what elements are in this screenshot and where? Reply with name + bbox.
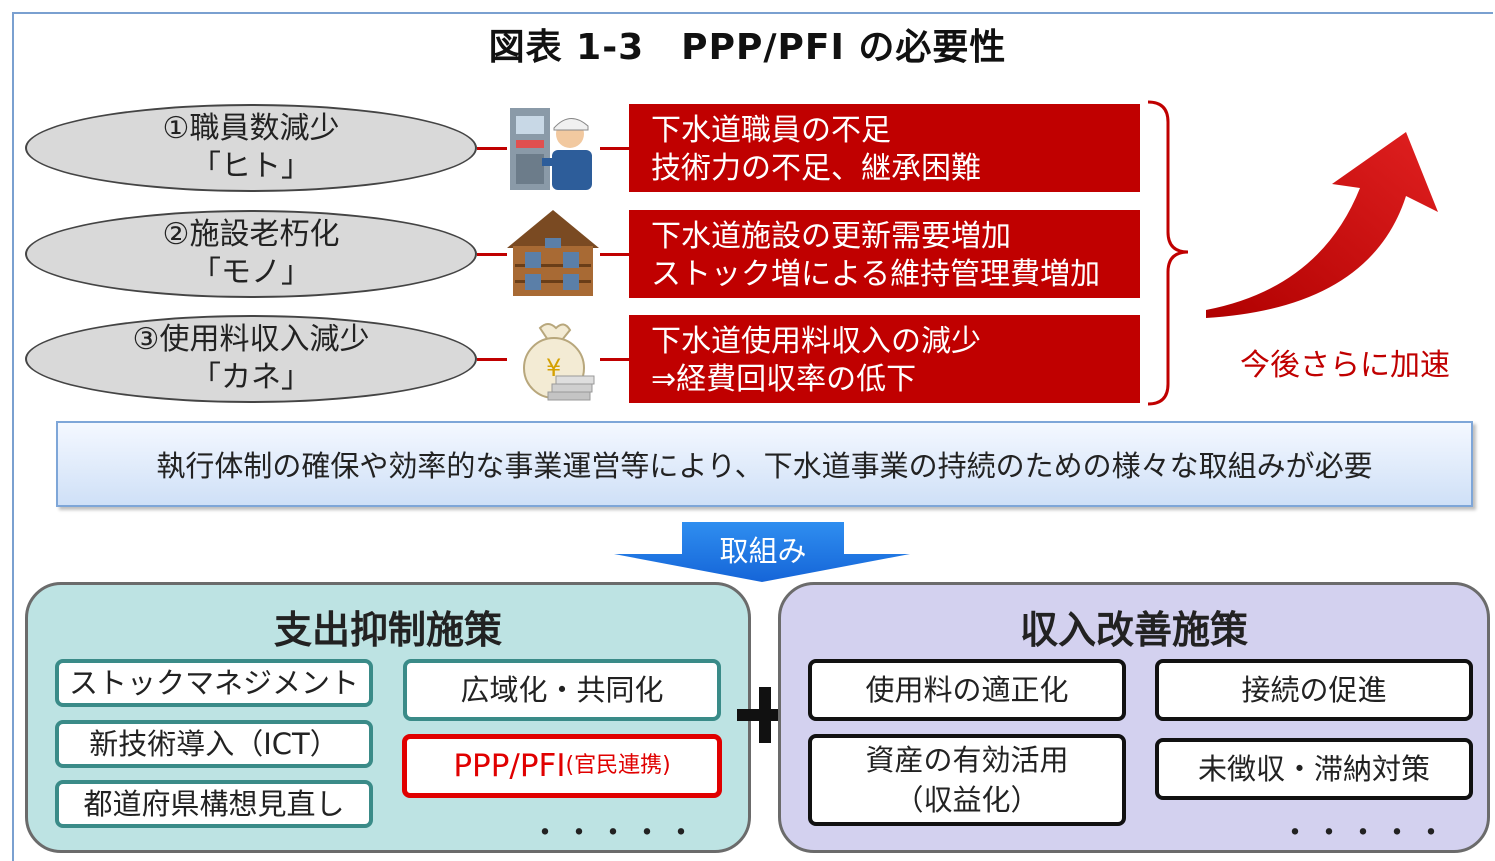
arrow-label: 取組み (719, 534, 807, 568)
summary-box: 執行体制の確保や効率的な事業運営等により、下水道事業の持続のための様々な取組みが… (56, 421, 1473, 507)
factor-category: 「カネ」 (191, 360, 311, 395)
measure-asset-utilization: 資産の有効活用 （収益化） (808, 734, 1126, 826)
svg-text:¥: ¥ (546, 354, 561, 382)
measure-stock-management: ストックマネジメント (55, 659, 373, 707)
connector-line (477, 147, 507, 150)
factor-label: ①職員数減少 (162, 111, 340, 146)
house-icon (507, 210, 599, 296)
figure-title: 図表 1-3 PPP/PFI の必要性 (488, 27, 1007, 68)
measure-delinquency: 未徴収・滞納対策 (1155, 738, 1473, 800)
right-brace (1147, 100, 1189, 406)
ppp-pfi-sublabel: (官民連携) (565, 753, 671, 778)
issue-line: 技術力の不足、継承困難 (651, 151, 981, 186)
measure-fee-optimization: 使用料の適正化 (808, 659, 1126, 721)
issue-line: 下水道施設の更新需要増加 (651, 219, 1011, 254)
issue-box-money: 下水道使用料収入の減少 ⇒経費回収率の低下 (629, 315, 1140, 403)
issue-line: 下水道職員の不足 (651, 113, 891, 148)
asset-line: （収益化） (894, 783, 1040, 817)
measure-ict: 新技術導入（ICT） (55, 720, 373, 768)
issue-line: 下水道使用料収入の減少 (651, 324, 981, 359)
accelerate-label: 今後さらに加速 (1240, 348, 1450, 383)
factor-facilities: ②施設老朽化 「モノ」 (25, 210, 477, 298)
ppp-pfi-label: PPP/PFI (453, 748, 566, 784)
connector-line (477, 358, 507, 361)
rising-arrow-icon (1206, 132, 1438, 318)
more-dots: ・・・・・ (530, 816, 700, 851)
measure-ppp-pfi: PPP/PFI(官民連携) (402, 734, 722, 798)
panel-title: 支出抑制施策 (273, 608, 502, 652)
factor-people: ①職員数減少 「ヒト」 (25, 104, 477, 192)
issue-box-facilities: 下水道施設の更新需要増加 ストック増による維持管理費増加 (629, 210, 1140, 298)
measure-regionalization: 広域化・共同化 (403, 659, 721, 721)
factor-label: ③使用料収入減少 (132, 322, 370, 357)
factor-label: ②施設老朽化 (162, 217, 340, 252)
measure-prefecture-plan: 都道府県構想見直し (55, 780, 373, 828)
money-bag-icon: ¥ (523, 323, 595, 401)
issue-line: ⇒経費回収率の低下 (651, 362, 917, 397)
connector-line (600, 253, 629, 256)
measure-connection-promotion: 接続の促進 (1155, 659, 1473, 721)
connector-line (600, 358, 629, 361)
issue-box-people: 下水道職員の不足 技術力の不足、継承困難 (629, 104, 1140, 192)
summary-text: 執行体制の確保や効率的な事業運営等により、下水道事業の持続のための様々な取組みが… (156, 449, 1373, 483)
down-arrow-icon (614, 522, 910, 582)
more-dots: ・・・・・ (1280, 816, 1450, 851)
connector-line (477, 253, 507, 256)
connector-line (600, 147, 629, 150)
factor-category: 「モノ」 (191, 255, 311, 290)
worker-icon (510, 108, 592, 190)
panel-title: 収入改善施策 (1019, 608, 1248, 652)
factor-category: 「ヒト」 (191, 149, 311, 184)
figure-frame (12, 12, 1493, 861)
asset-line: 資産の有効活用 (865, 743, 1069, 777)
factor-money: ③使用料収入減少 「カネ」 (25, 315, 477, 403)
issue-line: ストック増による維持管理費増加 (651, 257, 1101, 292)
